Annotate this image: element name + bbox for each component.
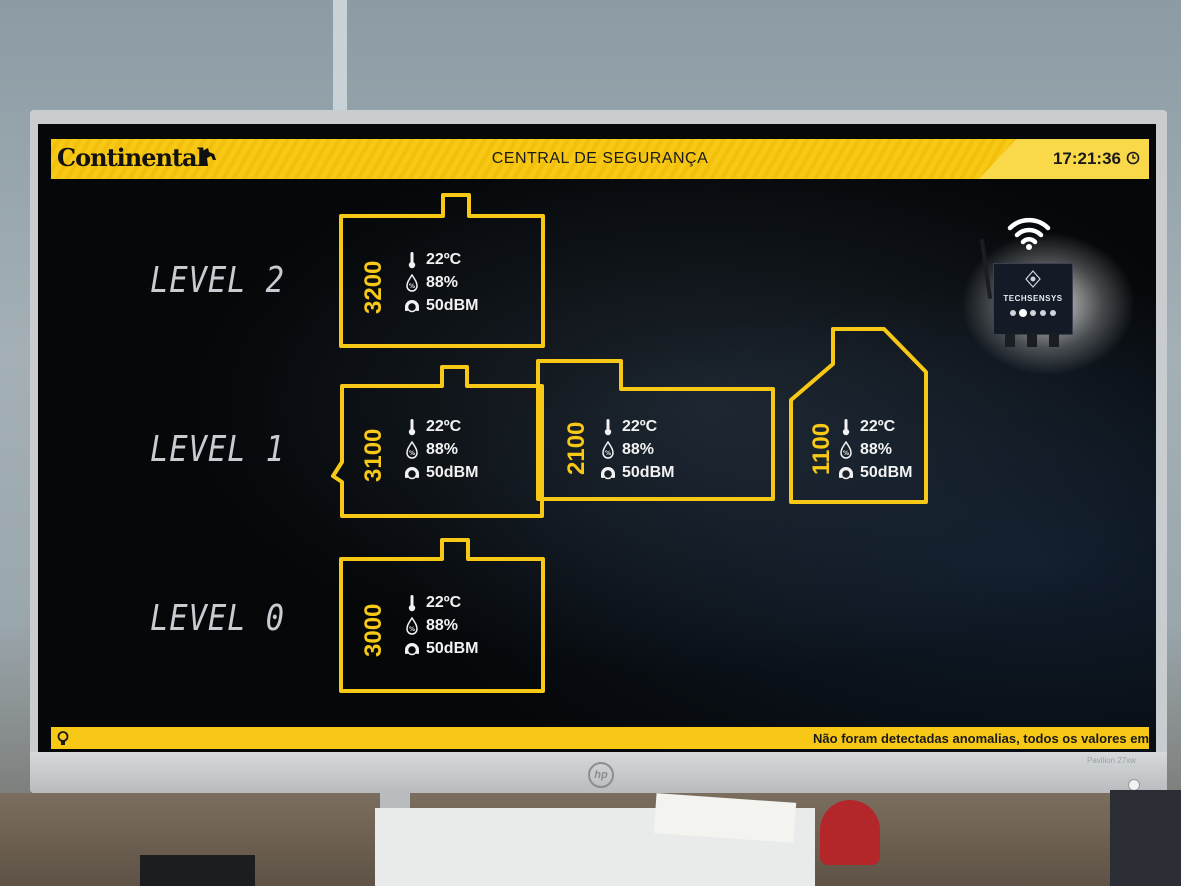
humidity-icon: % (404, 273, 420, 292)
humidity-row: % 88% (838, 438, 912, 461)
thermometer-icon (600, 418, 616, 436)
sensor-logo-icon (1025, 270, 1041, 288)
room-1100-id: 1100 (808, 422, 835, 475)
thermometer-icon (404, 594, 420, 612)
svg-text:%: % (409, 283, 415, 290)
svg-text:%: % (409, 626, 415, 633)
temperature-row: 22ºC (404, 591, 478, 614)
noise-value: 50dBM (426, 639, 479, 657)
temperature-row: 22ºC (404, 415, 478, 438)
screen-reflection (38, 124, 1156, 752)
level-2-label: LEVEL 2 (150, 260, 285, 301)
humidity-value: 88% (426, 273, 459, 291)
svg-text:%: % (605, 450, 611, 457)
thermometer-icon (838, 418, 854, 436)
humidity-row: % 88% (404, 438, 478, 461)
wifi-icon (1007, 217, 1051, 250)
room-3100-outline[interactable] (330, 364, 550, 520)
noise-row: 50dBM (838, 461, 912, 484)
room-3100-stats: 22ºC % 88% 50dBM (404, 415, 478, 484)
room-3200-outline[interactable] (338, 192, 548, 350)
room-3200-stats: 22ºC % 88% 50dBM (404, 248, 478, 317)
noise-row: 50dBM (404, 637, 478, 660)
red-device (820, 800, 880, 865)
sensor-plug (1027, 333, 1037, 347)
status-message: Não foram detectadas anomalias, todos os… (813, 731, 1149, 746)
status-footer: Não foram detectadas anomalias, todos os… (51, 727, 1149, 749)
noise-icon (838, 464, 854, 482)
noise-icon (600, 464, 616, 482)
humidity-value: 88% (860, 440, 893, 458)
room-2100-outline[interactable] (535, 358, 777, 502)
room-3100-id: 3100 (360, 428, 387, 482)
room-2100-stats: 22ºC % 88% 50dBM (600, 415, 674, 484)
sensor-indicator-icons (1010, 309, 1056, 317)
temperature-value: 22ºC (426, 417, 462, 435)
horse-icon (199, 148, 216, 166)
thermometer-icon (404, 418, 420, 436)
humidity-value: 88% (622, 440, 655, 458)
temperature-value: 22ºC (426, 250, 462, 268)
temperature-row: 22ºC (404, 248, 478, 271)
noise-row: 50dBM (600, 461, 674, 484)
hp-logo: hp (588, 762, 614, 788)
continental-logo[interactable]: Continental (57, 143, 206, 172)
room-3000-id: 3000 (360, 603, 387, 657)
svg-text:%: % (843, 450, 849, 457)
wall-edge (333, 0, 347, 120)
room-1100-stats: 22ºC % 88% 50dBM (838, 415, 912, 484)
room-3200-id: 3200 (360, 260, 387, 314)
noise-value: 50dBM (426, 463, 479, 481)
humidity-icon: % (404, 616, 420, 635)
noise-icon (404, 640, 420, 658)
humidity-icon: % (838, 440, 854, 459)
sensor-brand: TECHSENSYS (1003, 294, 1063, 303)
temperature-row: 22ºC (600, 415, 674, 438)
header-bar: Continental CENTRAL DE SEGURANÇA 17:21:3… (51, 139, 1149, 179)
thermometer-icon (404, 251, 420, 269)
clock-icon (1126, 151, 1140, 165)
level-0-label: LEVEL 0 (150, 598, 285, 639)
noise-row: 50dBM (404, 294, 478, 317)
humidity-icon: % (404, 440, 420, 459)
monitor-model: Pavilion 27xw (1087, 756, 1136, 765)
noise-value: 50dBM (622, 463, 675, 481)
noise-row: 50dBM (404, 461, 478, 484)
temperature-value: 22ºC (860, 417, 896, 435)
dark-object (1110, 790, 1181, 886)
humidity-row: % 88% (404, 614, 478, 637)
page-title: CENTRAL DE SEGURANÇA (491, 150, 709, 167)
svg-text:%: % (409, 450, 415, 457)
humidity-icon: % (600, 440, 616, 459)
humidity-row: % 88% (600, 438, 674, 461)
room-2100-id: 2100 (563, 421, 590, 475)
room-3000-stats: 22ºC % 88% 50dBM (404, 591, 478, 660)
lightbulb-icon[interactable] (57, 731, 69, 746)
sensor-plug (1005, 333, 1015, 347)
humidity-value: 88% (426, 616, 459, 634)
humidity-row: % 88% (404, 271, 478, 294)
noise-value: 50dBM (426, 296, 479, 314)
level-1-label: LEVEL 1 (150, 429, 285, 470)
noise-icon (404, 297, 420, 315)
temperature-value: 22ºC (622, 417, 658, 435)
sensor-plug (1049, 333, 1059, 347)
clock-time: 17:21:36 (1052, 149, 1121, 168)
cable-box (140, 855, 255, 886)
room-3000-outline[interactable] (338, 537, 548, 695)
humidity-value: 88% (426, 440, 459, 458)
room-1100-outline[interactable] (788, 326, 930, 506)
dashboard-screen: Continental CENTRAL DE SEGURANÇA 17:21:3… (38, 124, 1156, 752)
noise-value: 50dBM (860, 463, 913, 481)
techsensys-sensor[interactable]: TECHSENSYS (993, 263, 1073, 335)
temperature-row: 22ºC (838, 415, 912, 438)
temperature-value: 22ºC (426, 593, 462, 611)
noise-icon (404, 464, 420, 482)
